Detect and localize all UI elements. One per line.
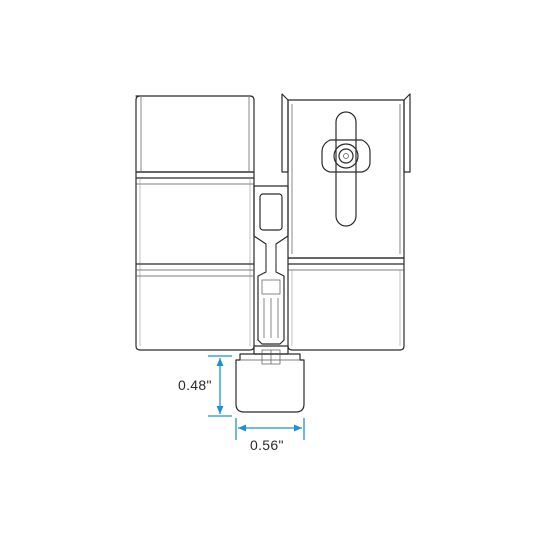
left-body bbox=[135, 95, 255, 351]
center-bracket bbox=[253, 185, 289, 345]
width-dimension-label: 0.56" bbox=[250, 437, 284, 453]
height-dimension-label: 0.48" bbox=[178, 377, 212, 393]
width-dimension bbox=[235, 418, 305, 440]
knob-icon bbox=[321, 139, 371, 173]
height-dimension bbox=[208, 355, 232, 417]
bottom-block bbox=[235, 345, 305, 413]
right-body bbox=[281, 93, 411, 351]
